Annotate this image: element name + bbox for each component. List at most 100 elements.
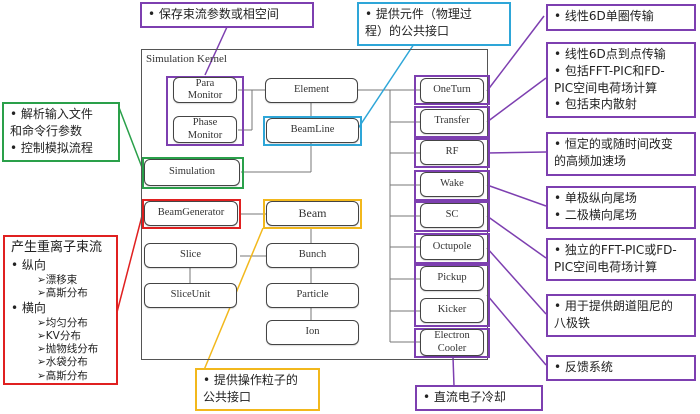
node-beam[interactable]: Beam — [266, 201, 359, 226]
note-line: 公共接口 — [203, 389, 252, 404]
node-label: BeamGenerator — [157, 207, 225, 219]
leader-feedback — [486, 294, 547, 366]
note-rf: • 恒定的或随时间改变 的高频加速场 — [546, 132, 696, 176]
note-beam-generator: 产生重离子束流 • 纵向 ➢漂移束 ➢高斯分布 • 横向 ➢均匀分布 ➢KV分布… — [3, 235, 118, 385]
node-particle[interactable]: Particle — [266, 283, 359, 308]
note-line: • 用于提供朗道阻尼的 — [554, 299, 673, 313]
node-label: Bunch — [298, 249, 327, 261]
node-label: SliceUnit — [170, 289, 211, 301]
node-label: Para — [195, 77, 215, 89]
note-octupole: • 用于提供朗道阻尼的 八极铁 — [546, 294, 696, 337]
note-line: • 直流电子冷却 — [423, 390, 506, 404]
node-label: SC — [445, 209, 459, 221]
node-label: OneTurn — [433, 84, 471, 96]
leader-octupole — [486, 247, 547, 315]
node-beamline[interactable]: BeamLine — [266, 118, 359, 143]
note-line: 八极铁 — [554, 315, 591, 330]
node-label: Beam — [298, 205, 327, 220]
note-subitem: ➢水袋分布 — [37, 356, 88, 369]
note-line: 的高频加速场 — [554, 153, 627, 168]
beamgenerator-highlight — [142, 199, 241, 229]
note-heading: 产生重离子束流 — [11, 240, 103, 255]
leader-wake — [486, 184, 547, 207]
note-beam: • 提供操作粒子的 公共接口 — [195, 368, 320, 411]
node-one-turn[interactable]: OneTurn — [420, 78, 484, 103]
note-subitem: ➢高斯分布 — [37, 287, 88, 300]
node-sc[interactable]: SC — [420, 203, 484, 228]
leader-simulation — [117, 104, 144, 171]
note-transfer: • 线性6D点到点传输 • 包括FFT-PIC和FD- PIC空间电荷场计算 •… — [546, 42, 696, 118]
note-group-label: • 横向 — [11, 301, 46, 316]
note-line: • 反馈系统 — [554, 360, 613, 374]
node-label: Kicker — [437, 304, 467, 316]
note-line: 和命令行参数 — [10, 123, 83, 138]
node-label: Electron — [434, 330, 470, 342]
note-electron-cooler: • 直流电子冷却 — [415, 385, 543, 411]
node-label: BeamLine — [290, 124, 335, 136]
note-element: • 提供元件（物理过 程）的公共接口 — [357, 2, 511, 46]
leader-sc — [486, 215, 547, 259]
note-line: • 包括FFT-PIC和FD- — [554, 63, 665, 78]
node-label: Element — [294, 84, 329, 96]
node-ion[interactable]: Ion — [266, 320, 359, 345]
leader-rf — [486, 151, 547, 154]
note-wake: • 单极纵向尾场 • 二极横向尾场 — [546, 186, 696, 229]
node-label: Monitor — [187, 90, 223, 101]
note-sc: • 独立的FFT-PIC或FD- PIC空间电荷场计算 — [546, 238, 696, 281]
node-phase-monitor[interactable]: Phase Monitor — [173, 116, 237, 143]
beamline-highlight — [263, 116, 362, 146]
leader-electroncooler — [452, 356, 455, 387]
note-line: • 二极横向尾场 — [554, 207, 637, 222]
node-pickup[interactable]: Pickup — [420, 266, 484, 291]
beam-highlight — [263, 199, 362, 229]
feedback-highlight — [414, 264, 490, 327]
note-line: PIC空间电荷场计算 — [554, 80, 658, 95]
node-electron-cooler[interactable]: Electron Cooler — [420, 329, 484, 356]
node-slice[interactable]: Slice — [144, 243, 237, 268]
note-line: • 线性6D点到点传输 — [554, 47, 666, 61]
node-rf[interactable]: RF — [420, 140, 484, 165]
note-subitem: ➢抛物线分布 — [37, 343, 99, 356]
leader-transfer — [486, 77, 547, 123]
note-line: • 提供元件（物理过 — [365, 7, 472, 21]
note-feedback: • 反馈系统 — [546, 355, 696, 381]
node-simulation[interactable]: Simulation — [144, 159, 240, 186]
note-line: • 包括束内散射 — [554, 97, 637, 112]
note-line: • 恒定的或随时间改变 — [554, 137, 673, 151]
node-label: Wake — [440, 178, 464, 190]
node-element[interactable]: Element — [265, 78, 358, 103]
simulation-kernel-frame — [141, 49, 488, 360]
note-subitem: ➢KV分布 — [37, 330, 81, 343]
octupole-highlight — [414, 233, 490, 264]
node-label: RF — [445, 146, 459, 158]
node-para-monitor[interactable]: Para Monitor — [173, 77, 237, 103]
note-simulation: • 解析输入文件 和命令行参数 • 控制模拟流程 — [2, 102, 120, 162]
note-subitem: ➢漂移束 — [37, 273, 78, 286]
node-kicker[interactable]: Kicker — [420, 298, 484, 323]
node-transfer[interactable]: Transfer — [420, 109, 484, 134]
note-subitem: ➢均匀分布 — [37, 317, 88, 330]
node-bunch[interactable]: Bunch — [266, 243, 359, 268]
note-line: • 线性6D单圈传输 — [554, 9, 654, 23]
transfer-highlight — [414, 106, 490, 138]
node-wake[interactable]: Wake — [420, 172, 484, 197]
simulation-highlight — [142, 157, 244, 189]
node-slice-unit[interactable]: SliceUnit — [144, 283, 237, 308]
node-label: Octupole — [432, 241, 472, 253]
node-label: Monitor — [187, 129, 223, 141]
wake-highlight — [414, 170, 490, 201]
note-monitor: • 保存束流参数或相空间 — [140, 2, 314, 28]
node-label: Slice — [180, 249, 201, 261]
node-label: Ion — [305, 326, 320, 338]
node-label: Phase — [192, 117, 218, 129]
note-line: • 解析输入文件 — [10, 107, 93, 121]
node-beam-generator[interactable]: BeamGenerator — [144, 201, 238, 226]
node-label: Particle — [296, 289, 329, 301]
node-octupole[interactable]: Octupole — [420, 235, 484, 260]
note-group-label: • 纵向 — [11, 258, 46, 273]
note-subitem: ➢高斯分布 — [37, 369, 88, 382]
leader-beamgenerator — [115, 211, 144, 317]
note-line: • 提供操作粒子的 — [203, 373, 298, 387]
note-one-turn: • 线性6D单圈传输 — [546, 4, 696, 31]
note-line: PIC空间电荷场计算 — [554, 259, 658, 274]
